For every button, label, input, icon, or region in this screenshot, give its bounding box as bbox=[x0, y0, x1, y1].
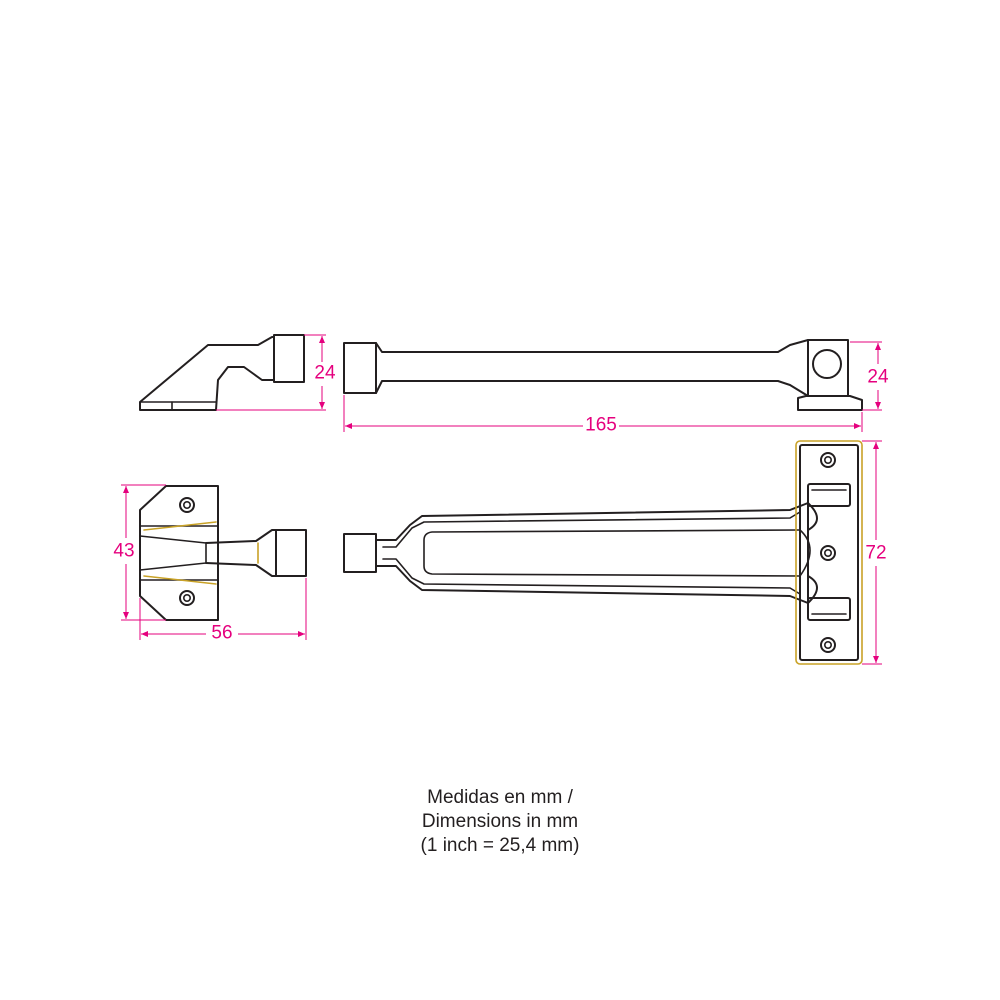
wall-plate bbox=[795, 440, 863, 665]
dimension-keeper-width: 56 bbox=[139, 578, 307, 644]
dimension-arm-height: 24 bbox=[850, 341, 889, 411]
dim-label-arm-length: 165 bbox=[585, 415, 617, 436]
arm-side-view bbox=[343, 339, 863, 411]
dim-label-keeper-height: 43 bbox=[113, 541, 134, 562]
dim-label-keeper-width: 56 bbox=[211, 623, 232, 644]
dim-label-shoe-height: 24 bbox=[314, 363, 336, 384]
keeper-top-view bbox=[139, 485, 307, 621]
dim-label-plate-height: 72 bbox=[865, 543, 886, 564]
dimension-arm-length: 165 bbox=[343, 395, 863, 436]
caption-line-english: Dimensions in mm bbox=[421, 811, 579, 832]
caption-line-spanish: Medidas en mm / bbox=[427, 787, 573, 808]
dim-label-arm-height: 24 bbox=[867, 367, 889, 388]
units-caption: Medidas en mm / Dimensions in mm (1 inch… bbox=[300, 786, 700, 858]
caption-line-conversion: (1 inch = 25,4 mm) bbox=[420, 835, 580, 856]
dimension-shoe-height: 24 bbox=[216, 334, 336, 411]
dimension-plate-height: 72 bbox=[862, 440, 887, 665]
dimension-keeper-height: 43 bbox=[113, 484, 166, 621]
shoe-side-view bbox=[139, 334, 305, 411]
arm-top-view bbox=[343, 502, 818, 604]
